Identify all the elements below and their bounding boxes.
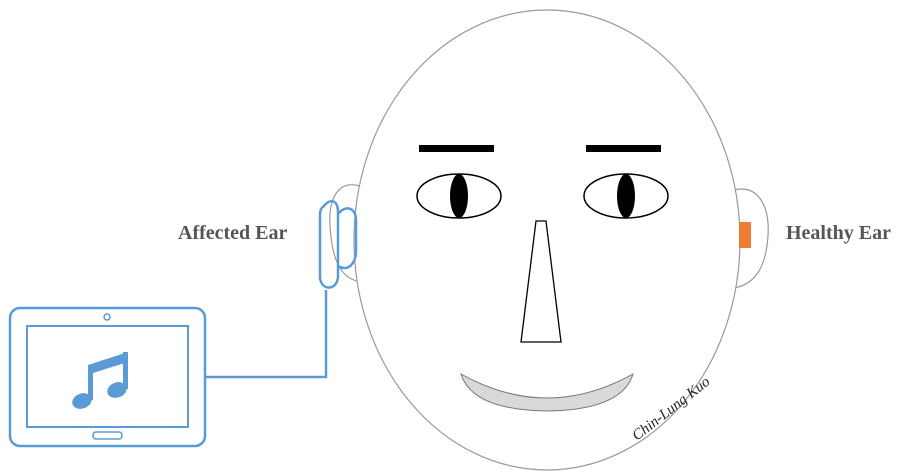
left-eyebrow [419, 145, 494, 152]
right-eyebrow [586, 145, 661, 152]
tablet-icon [10, 308, 205, 446]
earplug [739, 222, 751, 248]
affected-ear-label: Affected Ear [178, 222, 287, 245]
right-pupil [617, 174, 635, 218]
healthy-ear-label: Healthy Ear [786, 222, 891, 245]
tablet-screen [27, 326, 188, 427]
audio-cable [205, 290, 326, 377]
left-pupil [450, 174, 468, 218]
